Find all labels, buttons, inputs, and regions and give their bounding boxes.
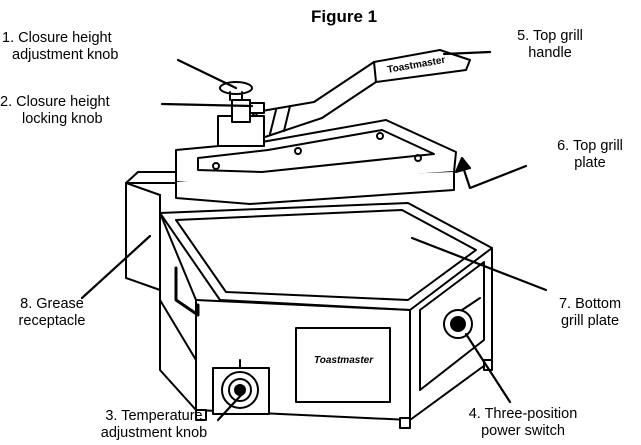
leader-7 xyxy=(410,236,548,292)
front-panel-brand-text: Toastmaster xyxy=(314,355,374,366)
grill-base xyxy=(159,202,493,429)
bottom-grill-plate-surface xyxy=(175,209,477,301)
leader-8 xyxy=(80,234,152,300)
figure-title: Figure 1 xyxy=(311,7,378,26)
label-top-grill-handle: 5. Top grill handle xyxy=(490,28,610,62)
leader-1 xyxy=(176,58,238,90)
label-1-line-2: adjustment knob xyxy=(12,47,119,63)
leader-3 xyxy=(216,390,246,422)
leader-4 xyxy=(464,332,512,404)
label-7-line-1: 7. Bottom xyxy=(558,296,622,312)
label-2-line-2: locking knob xyxy=(22,111,103,127)
leader-5 xyxy=(442,50,492,56)
label-closure-height-adjustment-knob: 1. Closure height adjustment knob xyxy=(2,30,118,64)
label-4-line-1: 4. Three-position xyxy=(468,406,578,422)
label-8-line-2: receptacle xyxy=(18,313,86,329)
leader-6 xyxy=(460,162,528,190)
label-closure-height-locking-knob: 2. Closure height locking knob xyxy=(0,94,110,128)
label-temperature-adjustment-knob: 3. Temperature adjustment knob xyxy=(84,408,224,442)
label-1-line-1: 1. Closure height xyxy=(2,30,112,46)
label-6-line-2: plate xyxy=(574,155,606,171)
label-6-line-1: 6. Top grill xyxy=(557,138,623,154)
closure-height-mechanism xyxy=(217,81,265,147)
temperature-knob-drawing xyxy=(221,359,259,409)
label-2-line-1: 2. Closure height xyxy=(0,94,110,110)
power-switch-drawing xyxy=(443,297,481,339)
label-power-switch: 4. Three-position power switch xyxy=(448,406,598,440)
label-8-line-1: 8. Grease xyxy=(20,296,84,312)
label-5-line-1: 5. Top grill xyxy=(517,28,583,44)
label-3-line-1: 3. Temperature xyxy=(105,408,203,424)
label-bottom-grill-plate: 7. Bottom grill plate xyxy=(540,296,640,330)
label-3-line-2: adjustment knob xyxy=(100,425,208,441)
label-top-grill-plate: 6. Top grill plate xyxy=(540,138,640,172)
leader-6-arrowhead xyxy=(454,156,472,174)
top-grill-plate-drawing xyxy=(175,119,457,205)
leader-2 xyxy=(160,102,254,108)
leader-lines xyxy=(80,50,548,422)
label-grease-receptacle: 8. Grease receptacle xyxy=(2,296,102,330)
label-4-line-2: power switch xyxy=(481,423,565,439)
label-5-line-2: handle xyxy=(528,45,572,61)
label-7-line-2: grill plate xyxy=(560,313,620,329)
